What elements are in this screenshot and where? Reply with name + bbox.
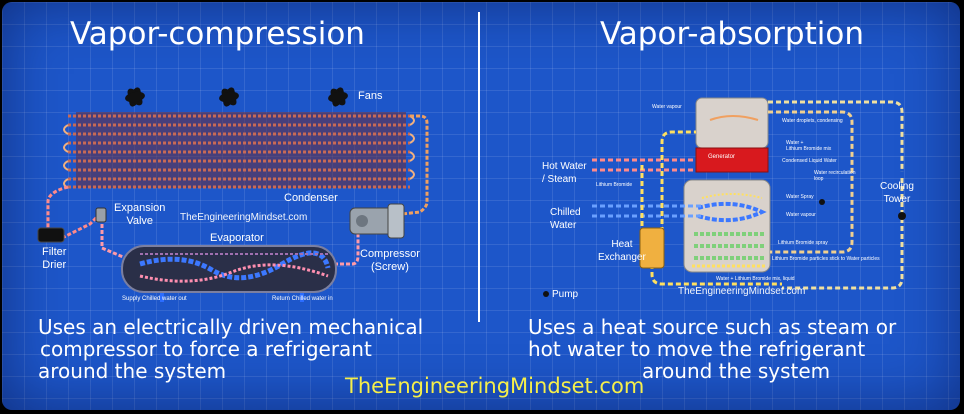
water-vapour-lower-label: Water vapour	[786, 212, 816, 218]
heat-exchanger-label: Heat Exchanger	[598, 238, 646, 264]
left-description-line-1: Uses an electrically driven mechanical	[38, 316, 423, 338]
water-recirculation-label: Water recirculation loop	[814, 170, 856, 182]
vapor-absorption-diagram	[543, 98, 906, 297]
footer-website: TheEngineeringMindset.com	[345, 374, 644, 398]
generator-label: Generator	[708, 154, 735, 161]
expansion-valve	[96, 208, 106, 222]
hot-water-steam-label: Hot Water / Steam	[542, 160, 587, 186]
left-description-line-2: compressor to force a refrigerant	[38, 338, 423, 360]
filter-drier	[38, 228, 64, 242]
left-watermark: TheEngineeringMindset.com	[180, 212, 307, 223]
chilled-water-label: Chilled Water	[550, 206, 581, 232]
condenser-coil	[64, 112, 414, 188]
right-description: Uses a heat source such as steam or hot …	[528, 316, 896, 382]
compressor-label: Compressor (Screw)	[360, 248, 420, 274]
cooling-tower-label: Cooling Tower	[880, 180, 914, 206]
libr-particles-label: Lithium Bromide particles stick to Water…	[772, 256, 880, 262]
left-description: Uses an electrically driven mechanical c…	[38, 316, 423, 382]
water-vapour-label: Water vapour	[652, 104, 682, 110]
libr-spray-label: Lithium Bromide spray	[778, 240, 828, 246]
water-spray-label: Water Spray	[786, 194, 814, 200]
filter-drier-label: Filter Drier	[42, 246, 66, 272]
diagram-frame: Vapor-compression Vapor-absorption	[2, 2, 960, 410]
fans-label: Fans	[358, 90, 382, 103]
condensed-liquid-label: Condensed Liquid Water	[782, 158, 837, 164]
right-watermark: TheEngineeringMindset.com	[678, 286, 805, 297]
compressor-screw	[350, 204, 404, 238]
right-description-line-2: hot water to move the refrigerant	[528, 338, 896, 360]
water-droplets-label: Water droplets, condensing	[782, 118, 843, 124]
supply-chilled-water-label: Supply Chilled water out	[122, 296, 187, 303]
evaporator-label: Evaporator	[210, 232, 264, 245]
return-chilled-water-label: Return Chilled water in	[272, 296, 333, 303]
fan-icon	[124, 86, 348, 108]
lithium-bromide-label: Lithium Bromide	[596, 182, 632, 188]
water-libr-mix-label: Water + Lithium Bromide mix	[786, 140, 831, 152]
pump-label: Pump	[552, 288, 578, 301]
condenser-label: Condenser	[284, 192, 338, 205]
expansion-valve-label: Expansion Valve	[114, 202, 165, 228]
right-description-line-1: Uses a heat source such as steam or	[528, 316, 896, 338]
libr-liquid-label: Water + Lithium Bromide mix, liquid	[716, 276, 795, 282]
evaporator-shell	[122, 246, 336, 292]
